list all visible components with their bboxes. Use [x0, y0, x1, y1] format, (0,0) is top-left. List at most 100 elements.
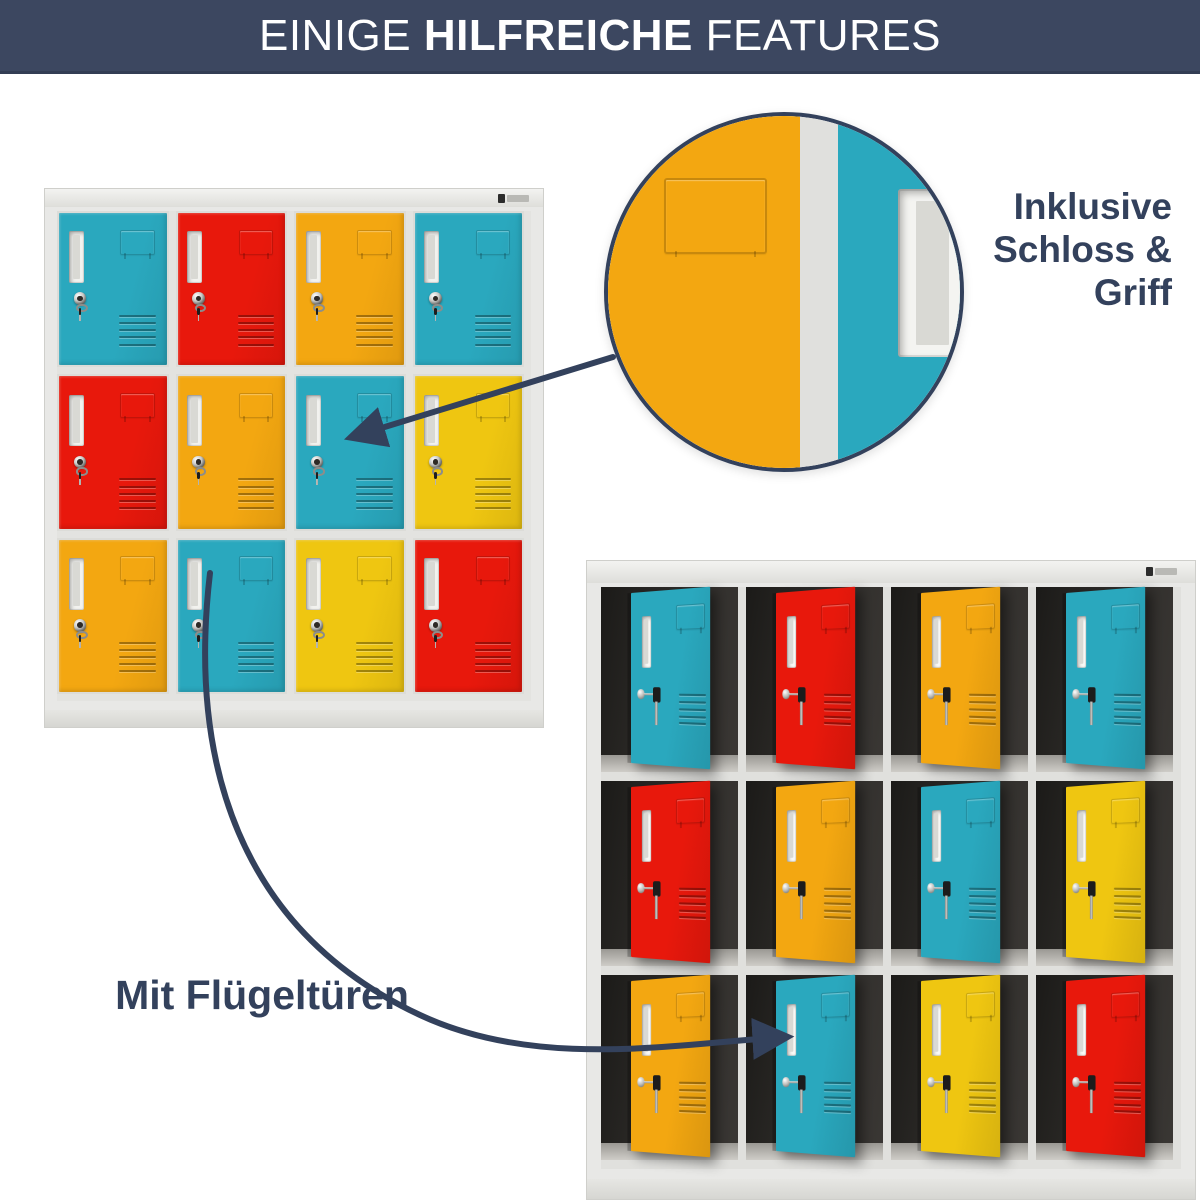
locker-door-orange[interactable]: [296, 213, 404, 366]
key-part-kbody: [1087, 880, 1096, 897]
vent-line: [356, 655, 393, 658]
cylinder-lock[interactable]: [310, 292, 325, 322]
vent-slits: [608, 452, 655, 468]
protruding-key[interactable]: [927, 1074, 954, 1113]
vent-line: [237, 315, 275, 318]
locker-door-red[interactable]: [59, 376, 167, 529]
locker-door-teal[interactable]: [59, 213, 167, 366]
protruding-key[interactable]: [1072, 1074, 1099, 1113]
card-slot-inset: [191, 398, 199, 443]
vent-line: [474, 648, 512, 651]
open-locker-door-orange[interactable]: [627, 974, 711, 1158]
card-slot: [424, 394, 440, 447]
open-locker-cell: [601, 974, 746, 1169]
locker-door-red[interactable]: [177, 213, 285, 366]
open-locker-door-teal[interactable]: [1062, 586, 1146, 770]
vent-line: [678, 894, 707, 898]
vent-line: [474, 336, 512, 339]
handle-indent: [821, 796, 851, 825]
key-blade: [434, 642, 437, 648]
vent-line: [968, 1102, 997, 1106]
locker-door-yellow[interactable]: [296, 539, 404, 692]
open-locker-door-orange[interactable]: [917, 586, 1001, 770]
locker-door-teal[interactable]: [296, 376, 404, 529]
vent-line: [356, 485, 393, 488]
protruding-key[interactable]: [927, 880, 954, 919]
locker-door-teal[interactable]: [414, 213, 522, 366]
cylinder-lock[interactable]: [310, 618, 325, 648]
protruding-key[interactable]: [1072, 880, 1099, 919]
vent-slits: [1113, 693, 1142, 725]
protruding-key[interactable]: [1072, 686, 1099, 725]
protruding-key[interactable]: [637, 880, 664, 919]
protruding-key[interactable]: [637, 686, 664, 725]
vent-line: [968, 901, 997, 905]
cylinder-lock[interactable]: [429, 618, 444, 648]
locker-door-orange[interactable]: [177, 376, 285, 529]
vent-line: [356, 641, 393, 644]
vent-line: [1113, 1081, 1142, 1085]
key-grip: [78, 634, 82, 643]
locker-cell: [294, 374, 413, 538]
open-locker-door-red[interactable]: [772, 586, 856, 770]
cylinder-lock[interactable]: [192, 455, 207, 485]
handle-indent: [1111, 602, 1141, 631]
cylinder-lock[interactable]: [310, 455, 325, 485]
open-locker-door-teal[interactable]: [627, 586, 711, 770]
open-locker-door-red[interactable]: [627, 780, 711, 964]
vent-line: [823, 901, 852, 905]
open-locker-door-teal[interactable]: [917, 780, 1001, 964]
open-cabinet-base-panel: [587, 1178, 1195, 1199]
cylinder-lock[interactable]: [192, 618, 207, 648]
vent-line: [119, 478, 156, 481]
cylinder-lock[interactable]: [73, 618, 88, 648]
locker-cell: [175, 211, 294, 375]
cylinder-lock[interactable]: [192, 292, 207, 322]
vent-line: [1113, 1095, 1142, 1099]
protruding-key[interactable]: [927, 686, 954, 725]
vent-slits: [1113, 887, 1142, 919]
card-slot-inset: [428, 234, 436, 280]
card-slot-inset: [191, 234, 199, 280]
protruding-key[interactable]: [782, 1074, 809, 1113]
open-locker-door-orange[interactable]: [772, 780, 856, 964]
vent-slits: [356, 641, 393, 673]
protruding-key[interactable]: [782, 880, 809, 919]
locker-door-orange[interactable]: [59, 539, 167, 692]
locker-door-teal[interactable]: [177, 539, 285, 692]
vent-line: [823, 887, 852, 891]
key-part-kdown: [799, 700, 803, 725]
closed-locker-cabinet: [44, 188, 544, 728]
open-locker-door-teal[interactable]: [772, 974, 856, 1158]
door-edge: [1062, 592, 1067, 763]
vent-line: [474, 485, 512, 488]
closed-door-grid: [57, 211, 531, 701]
open-locker-door-yellow[interactable]: [917, 974, 1001, 1158]
vent-line: [474, 315, 512, 318]
key-blade: [316, 642, 318, 648]
door-edge: [627, 980, 632, 1151]
cylinder-lock[interactable]: [73, 292, 88, 322]
cylinder-lock[interactable]: [911, 401, 960, 468]
key-ring: [76, 467, 88, 476]
cylinder-lock[interactable]: [73, 455, 88, 485]
locker-door-yellow[interactable]: [414, 376, 522, 529]
magnified-door-orange: [608, 116, 800, 468]
brand-logo: [498, 194, 529, 203]
open-locker-door-yellow[interactable]: [1062, 780, 1146, 964]
logo-mark-icon: [498, 194, 505, 203]
key-part-kbody: [942, 1074, 951, 1091]
header-bar: EINIGE HILFREICHE FEATURES: [0, 0, 1200, 74]
protruding-key[interactable]: [637, 1074, 664, 1113]
open-locker-door-red[interactable]: [1062, 974, 1146, 1158]
lock-cylinder-icon: [73, 618, 87, 632]
vent-slits: [356, 478, 393, 509]
cylinder-lock[interactable]: [429, 455, 444, 485]
protruding-key[interactable]: [782, 686, 809, 725]
title-suffix: FEATURES: [692, 10, 942, 60]
key-part-kdown: [944, 1088, 948, 1113]
cylinder-lock[interactable]: [429, 292, 444, 322]
key-part-kbody: [652, 1074, 661, 1091]
locker-door-red[interactable]: [414, 539, 522, 692]
vent-line: [823, 1109, 852, 1113]
